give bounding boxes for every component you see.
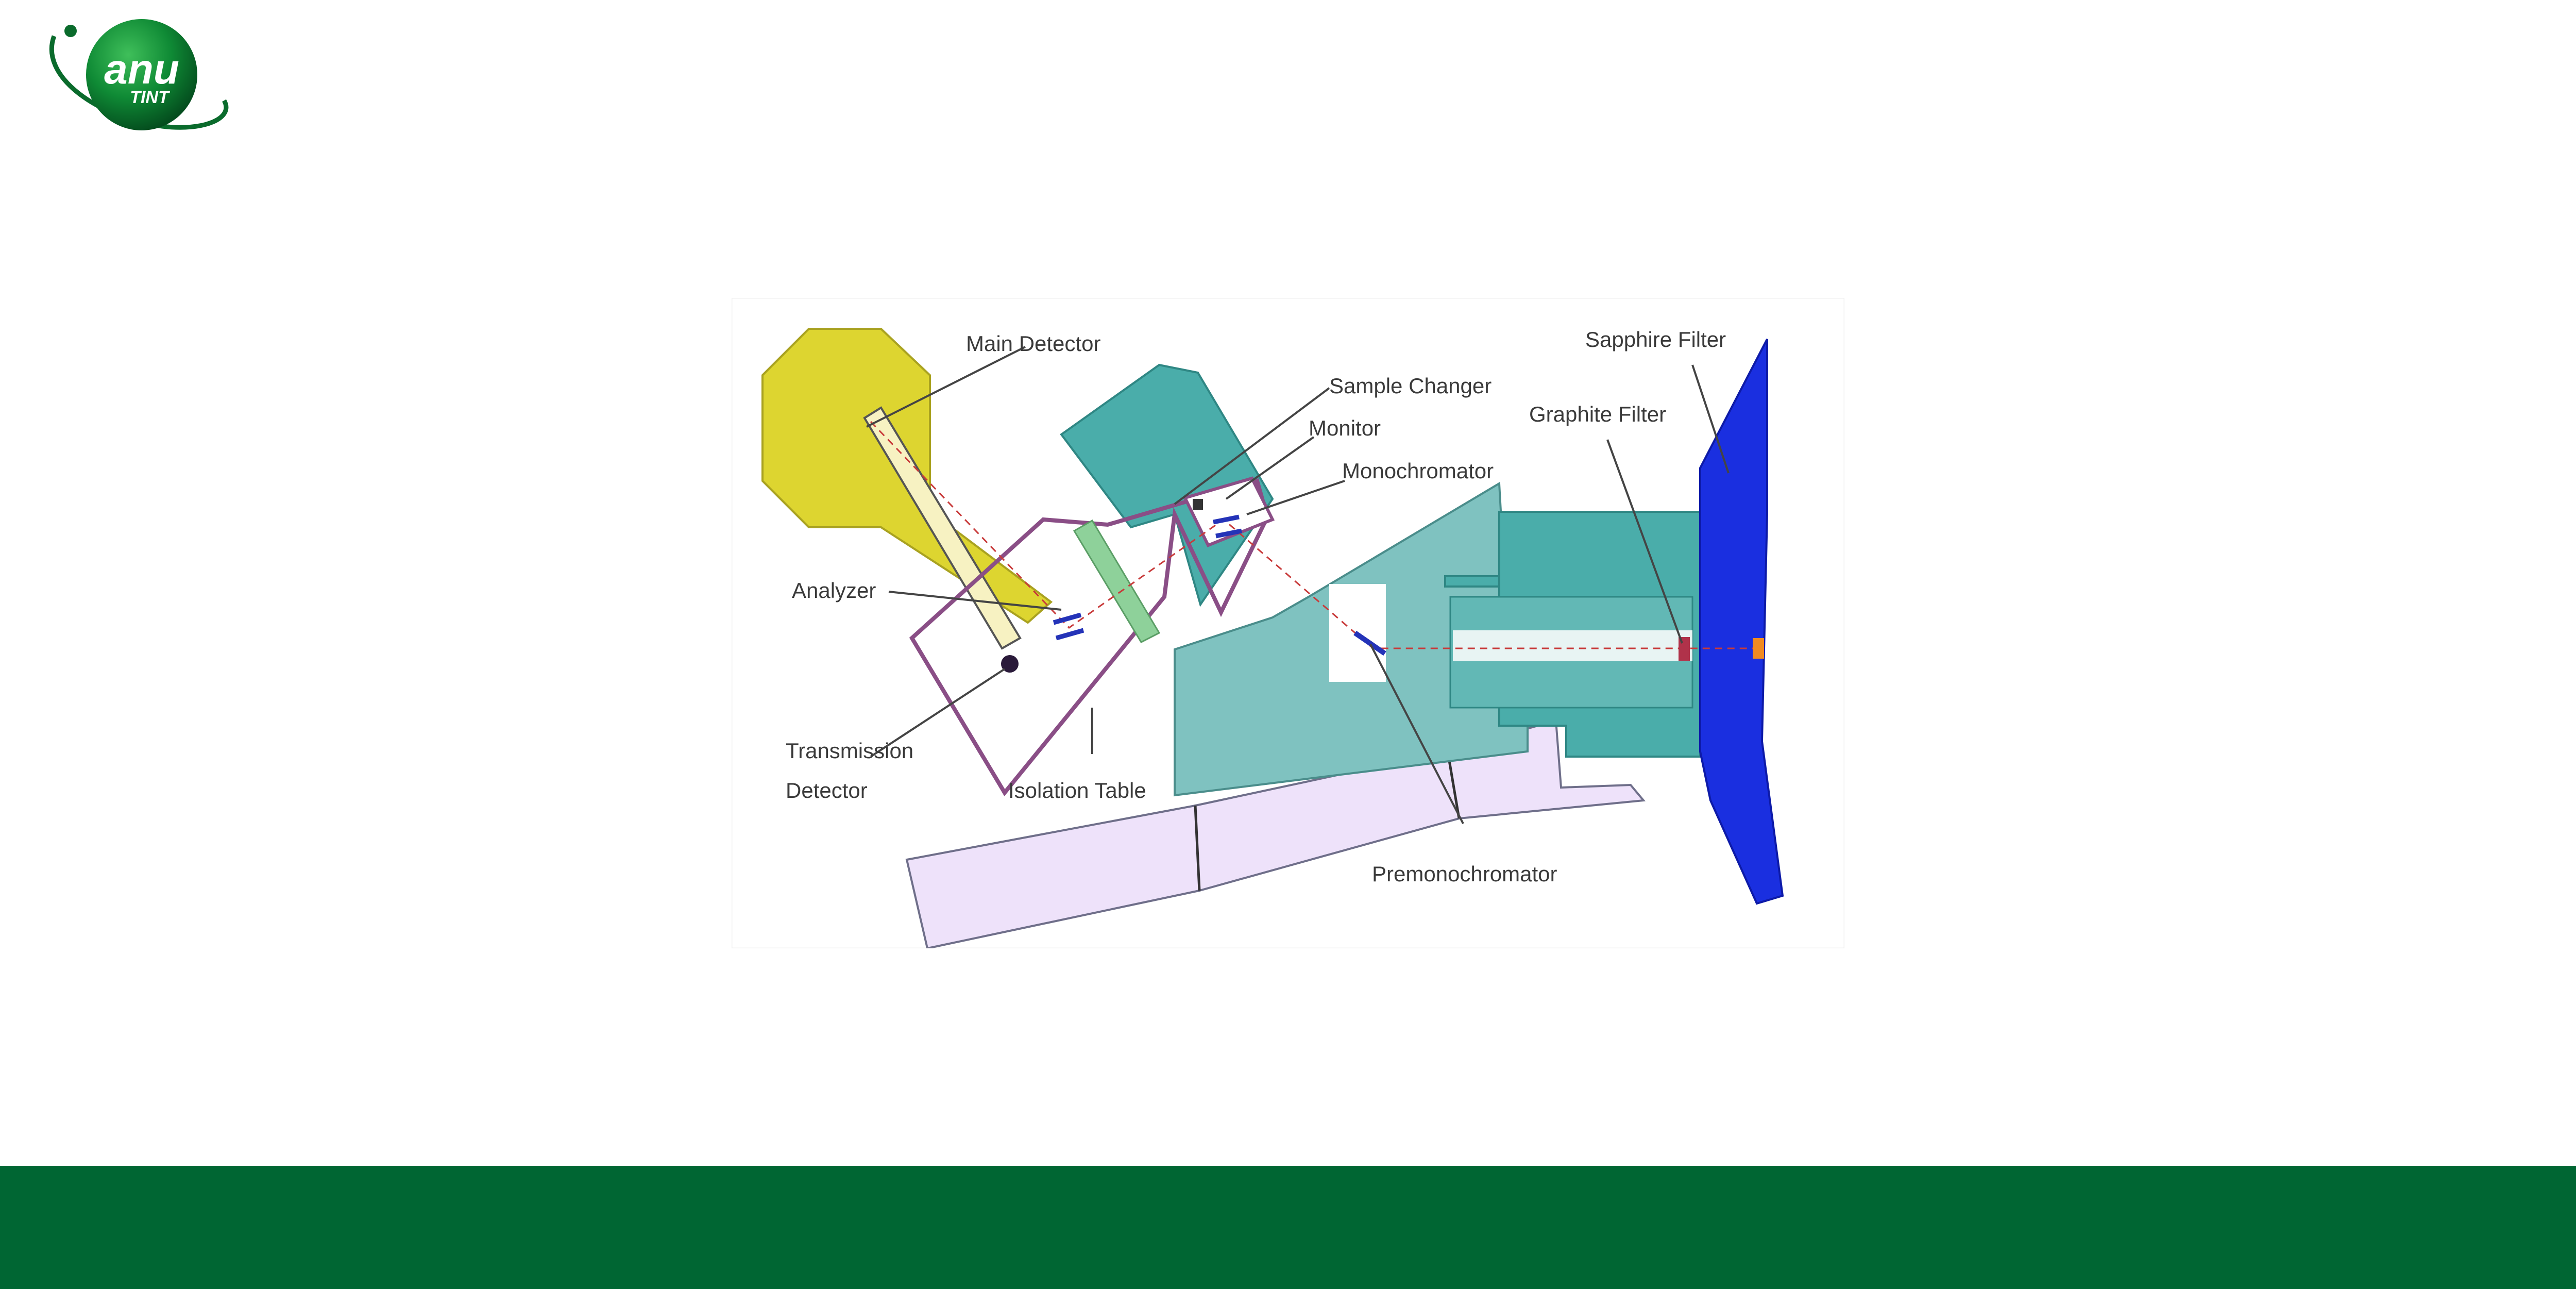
logo-globe — [86, 19, 197, 130]
label-monochromator: Monochromator — [1342, 459, 1494, 483]
leader-sample-changer — [1174, 387, 1330, 505]
monitor-element-a — [1213, 514, 1240, 525]
leader-premonochromator — [1369, 644, 1464, 824]
analyzer-crystal-b — [1055, 628, 1084, 641]
sample-box — [1182, 476, 1275, 547]
premonochromator-crystal — [1353, 630, 1386, 656]
label-monitor: Monitor — [1309, 416, 1381, 440]
leader-main-detector — [866, 346, 1026, 428]
monochromator-crystal-green — [1073, 519, 1161, 643]
label-transmission-line1: Transmission — [786, 739, 913, 763]
monitor-element-b — [1215, 528, 1242, 539]
leader-monochromator — [1246, 480, 1345, 515]
sample-changer-housing — [1060, 363, 1274, 607]
analyzer-crystal-a — [1053, 612, 1082, 625]
label-sample-changer: Sample Changer — [1329, 374, 1492, 398]
leader-sapphire-filter — [1691, 364, 1730, 474]
logo-orbit-dot — [64, 25, 77, 37]
beam-channel — [1453, 630, 1692, 661]
footer-bar — [0, 1166, 2576, 1289]
label-sapphire-filter: Sapphire Filter — [1585, 327, 1726, 351]
logo-secondary-text: TINT — [130, 88, 171, 107]
leader-analyzer — [888, 591, 1062, 611]
label-analyzer: Analyzer — [792, 578, 876, 602]
label-premonochromator: Premonochromator — [1372, 862, 1557, 886]
label-isolation-table: Isolation Table — [1008, 778, 1146, 802]
detector-arm — [863, 406, 1022, 650]
sample-marker — [1193, 499, 1203, 510]
label-transmission-line2: Detector — [786, 778, 868, 802]
label-graphite-filter: Graphite Filter — [1529, 402, 1666, 426]
isolation-table-joint-1 — [1194, 805, 1201, 891]
analyzer-table — [909, 478, 1270, 796]
label-main-detector: Main Detector — [966, 331, 1100, 356]
anutint-logo: anu TINT — [49, 19, 229, 130]
transmission-detector-dot — [1001, 655, 1019, 673]
instrument-schematic: Main Detector Sample Changer Monitor Mon… — [732, 298, 1844, 948]
sapphire-filter-marker — [1753, 638, 1764, 659]
sapphire-filter — [1699, 339, 1784, 905]
logo-primary-text: anu — [104, 46, 179, 93]
leader-graphite-filter — [1606, 439, 1683, 644]
leader-transmission — [870, 668, 1006, 758]
isolation-table-joint-2 — [1446, 751, 1461, 819]
leader-monitor — [1225, 436, 1315, 500]
